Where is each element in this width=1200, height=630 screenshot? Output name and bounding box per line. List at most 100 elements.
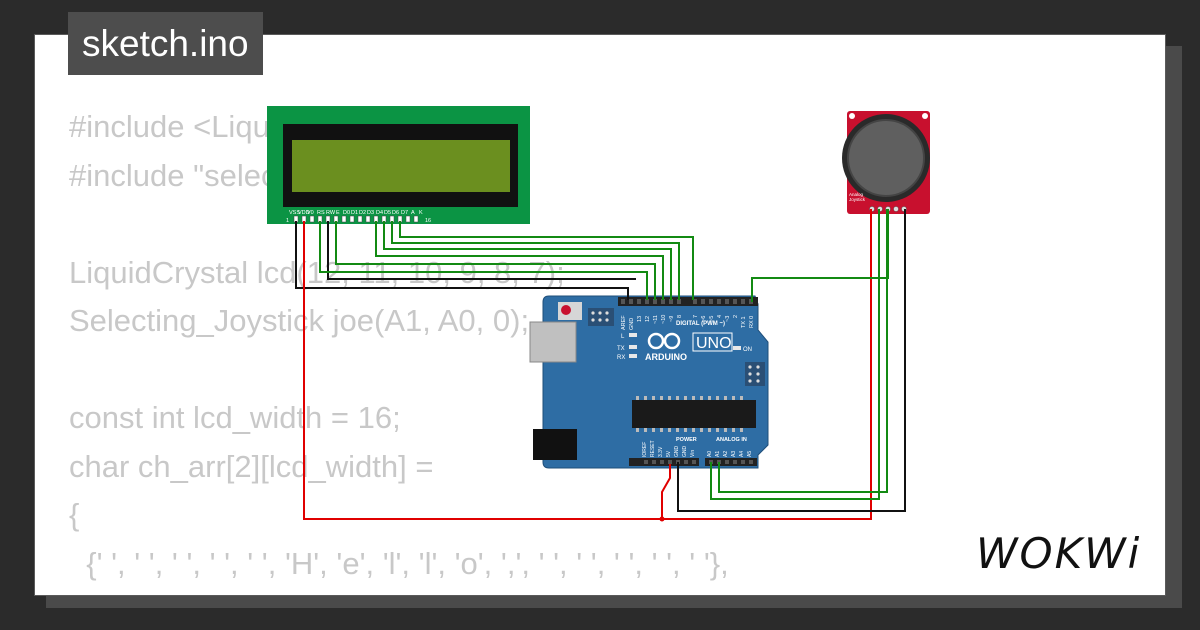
icsp-header-right — [745, 362, 765, 386]
analog-header — [705, 458, 757, 466]
wire-joystick-horz — [718, 209, 888, 493]
icsp-header-top — [588, 308, 614, 326]
analog-pin-labels: A0 A1 A2 A3 A4 A5 — [707, 451, 753, 457]
joystick-module[interactable]: Analog Joystick — [842, 111, 930, 214]
pin-label-12: 12 — [645, 316, 651, 322]
status-leds: L TX RX ON — [617, 333, 752, 361]
pin-label-7: 7 — [693, 315, 699, 318]
lcd-pin-label-d7: D7 — [401, 210, 408, 216]
lcd-pin-label-vss: VSS — [289, 210, 300, 216]
wire-junction — [659, 516, 665, 522]
wire-lcd-rw — [327, 221, 636, 280]
lcd-display[interactable]: VSS VDD V0 RS RW E D0 D1 D2 D3 D4 D5 D6 … — [267, 106, 530, 224]
power-header-title: POWER — [676, 437, 697, 443]
pin-label-2: 2 — [733, 315, 739, 318]
lcd-pin-label-rs: RS — [317, 210, 325, 216]
joystick-caption-2: Joystick — [849, 197, 866, 202]
pin-label-gnd1: GND — [674, 446, 680, 458]
wire-joystick-gnd — [677, 209, 906, 512]
arduino-model: UNO — [696, 335, 732, 352]
reset-button[interactable] — [561, 305, 571, 315]
atmega-chip — [632, 400, 756, 428]
code-line-8: char ch_arr[2][lcd_width] = — [69, 448, 434, 484]
lcd-pin-label-k: K — [419, 210, 423, 216]
digital-header-sockets — [621, 299, 753, 304]
lcd-pin-label-vdd: VDD — [298, 210, 310, 216]
wires — [295, 209, 906, 522]
pin-label-5: ~5 — [709, 316, 715, 322]
uno-badge — [692, 332, 733, 352]
wire-5v — [661, 464, 671, 519]
digital-header — [618, 297, 758, 306]
pin-label-5v: 5V — [666, 450, 672, 457]
joystick-knob[interactable] — [847, 119, 925, 197]
pin-label-aref: AREF — [621, 315, 627, 330]
analog-header-title: ANALOG IN — [716, 437, 747, 443]
sketch-filename-tab[interactable]: sketch.ino — [68, 12, 263, 75]
pin-label-8: 8 — [677, 315, 683, 318]
wire-joystick-sel — [751, 209, 889, 302]
pin-label-10: ~10 — [661, 315, 667, 324]
wokwi-logo-text: WOKWi — [976, 529, 1141, 578]
wire-lcd-e — [335, 221, 656, 300]
lcd-pin-label-d5: D5 — [384, 210, 391, 216]
wire-lcd-d6 — [391, 221, 680, 300]
lcd-pin-label-rw: RW — [326, 210, 336, 216]
usb-connector — [529, 321, 577, 363]
pin-label-a1: A1 — [715, 451, 721, 457]
wire-lcd-vss-gnd — [295, 221, 629, 300]
lcd-pin-labels: VSS VDD V0 RS RW E D0 D1 D2 D3 D4 D5 D6 … — [286, 210, 431, 224]
code-line-10: {' ', ' ', ' ', ' ', ' ', 'H', 'e', 'l',… — [69, 545, 729, 581]
wire-lcd-d7 — [399, 221, 694, 300]
chip-pins — [636, 396, 743, 432]
code-line-11: {' ', ' ', ' ', ' ', ' ', ' ', ' ', 'W',… — [69, 588, 730, 595]
pin-label-ioref: IOREF — [642, 442, 648, 457]
lcd-pin-header — [293, 215, 419, 223]
wokwi-logo: WOKWi — [976, 529, 1141, 578]
pin-label-a3: A3 — [731, 451, 737, 457]
wire-lcd-d4 — [375, 221, 664, 300]
pin-label-a2: A2 — [723, 451, 729, 457]
lcd-screen — [292, 140, 510, 192]
lcd-pin-label-d6: D6 — [392, 210, 399, 216]
wire-lcd-rs — [319, 221, 648, 300]
pin-label-rx0: RX 0 — [749, 316, 755, 328]
lcd-pin-number-last: 16 — [425, 218, 431, 224]
pin-label-vin: Vin — [690, 450, 696, 457]
pin-label-a0: A0 — [707, 451, 713, 457]
lcd-pin-label-d1: D1 — [351, 210, 358, 216]
power-jack — [533, 429, 577, 460]
code-line-9: { — [69, 497, 80, 532]
code-line-7: const int lcd_width = 16; — [69, 400, 401, 435]
pin-label-4: 4 — [717, 315, 723, 318]
pin-label-6: ~6 — [701, 316, 707, 322]
lcd-pin-label-d4: D4 — [376, 210, 383, 216]
led-label-l: L — [621, 334, 625, 340]
pin-label-tx1: TX 1 — [741, 316, 747, 328]
led-label-on: ON — [743, 347, 752, 353]
digital-pin-labels: AREF GND 13 12 ~11 ~10 ~9 8 7 ~6 ~5 4 ~3… — [621, 315, 755, 330]
arduino-uno[interactable]: AREF GND 13 12 ~11 ~10 ~9 8 7 ~6 ~5 4 ~3… — [529, 295, 769, 469]
wire-lcd-d5 — [383, 221, 672, 300]
lcd-pin-label-d0: D0 — [343, 210, 350, 216]
lcd-pin-number-first: 1 — [286, 218, 289, 224]
pin-label-gnd2: GND — [682, 446, 688, 458]
arduino-infinity-icon — [647, 332, 681, 350]
joystick-caption-1: Analog — [849, 192, 864, 197]
power-pin-labels: IOREF RESET 3.3V 5V GND GND Vin — [642, 440, 696, 457]
code-line-5: Selecting_Joystick joe(A1, A0, 0); — [69, 303, 530, 338]
lcd-pin-label-a: A — [411, 210, 415, 216]
lcd-pin-label-d3: D3 — [367, 210, 374, 216]
pin-label-3v3: 3.3V — [658, 446, 664, 457]
pin-label-a4: A4 — [739, 451, 745, 457]
lcd-pin-label-v0: V0 — [307, 210, 314, 216]
pin-label-reset: RESET — [650, 440, 656, 457]
pin-label-3: ~3 — [725, 316, 731, 322]
arduino-brand: ARDUINO — [645, 352, 687, 362]
pin-label-11: ~11 — [653, 315, 659, 324]
joystick-mount-hole — [849, 113, 855, 119]
pin-label-a5: A5 — [747, 451, 753, 457]
wire-joystick-vert — [710, 209, 880, 500]
digital-header-title: DIGITAL (PWM ~) — [676, 321, 725, 327]
